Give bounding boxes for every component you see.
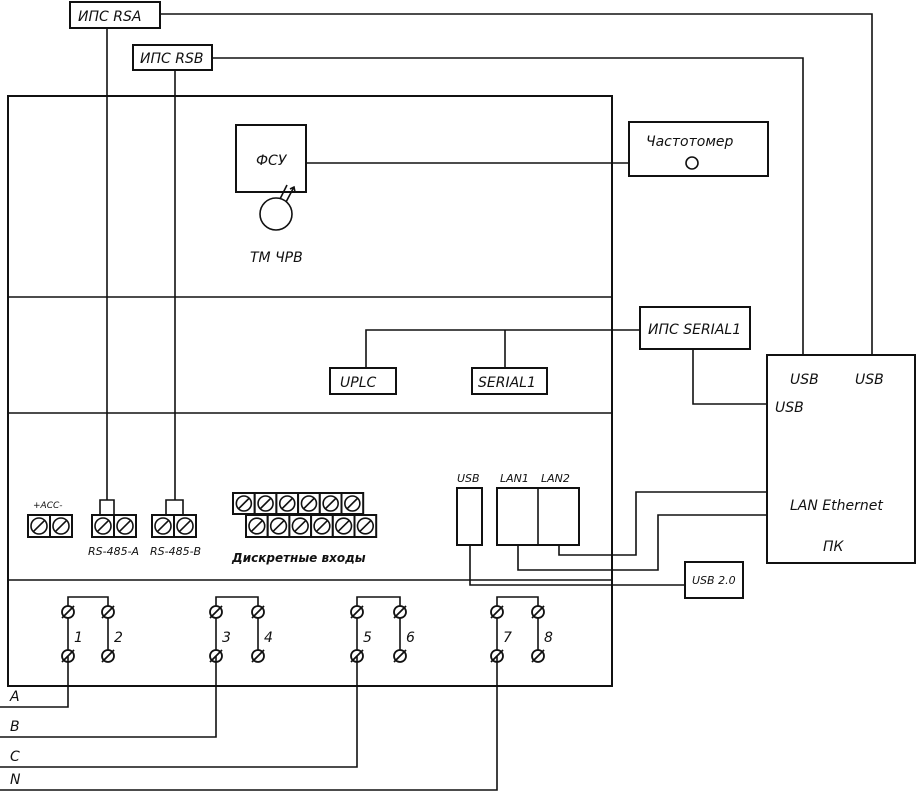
tm-chrv-label: ТМ ЧРВ — [250, 250, 303, 266]
terminal-bridge — [496, 596, 539, 612]
rsa-to-pc-wire — [160, 13, 873, 355]
terminal-number: 7 — [503, 630, 512, 646]
lan1-wire — [517, 514, 767, 571]
screw-terminal-icon — [209, 605, 223, 619]
phase-label: B — [10, 719, 20, 735]
discrete-input-terminal — [318, 492, 343, 515]
screw-terminal-icon — [101, 605, 115, 619]
discrete-input-terminal — [297, 492, 321, 515]
screw-terminal-icon — [350, 605, 364, 619]
discrete-input-terminal — [275, 492, 300, 515]
rs485b-bridge — [165, 499, 184, 515]
phase-label: C — [10, 749, 20, 765]
terminal-number: 8 — [544, 630, 553, 646]
serial1-label: SERIAL1 — [478, 375, 536, 391]
ips-serial1-label: ИПС SERIAL1 — [648, 322, 741, 338]
fsu-box — [235, 124, 307, 193]
lan2-wire — [558, 491, 767, 556]
screw-terminal-icon — [61, 605, 75, 619]
discrete-input-terminal — [288, 514, 313, 538]
uplc-label: UPLC — [340, 375, 376, 391]
screw-terminal-icon — [490, 605, 504, 619]
connector-icon — [685, 156, 699, 170]
rs485b-terminal — [173, 514, 197, 538]
terminal-bridge — [215, 596, 259, 612]
screw-terminal-icon — [393, 649, 407, 663]
rs485a-label: RS-485-A — [88, 545, 139, 558]
screw-terminal-icon — [251, 649, 265, 663]
pc-usb-1: USB — [790, 372, 819, 388]
pc-usb-2: USB — [855, 372, 884, 388]
terminal-bridge — [356, 596, 401, 612]
lan-ethernet-label: LAN Ethernet — [790, 498, 883, 514]
pc-box — [766, 354, 916, 564]
discrete-inputs-label: Дискретные входы — [231, 551, 366, 565]
pc-usb-3: USB — [775, 400, 804, 416]
rs485a-terminal — [91, 514, 115, 538]
main-cabinet — [7, 95, 613, 687]
terminal-number: 1 — [74, 630, 83, 646]
usb-port-label: USB — [457, 472, 480, 485]
screw-terminal-icon — [531, 605, 545, 619]
terminal-number: 6 — [406, 630, 415, 646]
serial-bus-wire — [365, 329, 640, 368]
power-terminals: 1 2A 3 4B 5 6C 7 8N — [0, 596, 553, 791]
screw-terminal-icon — [101, 649, 115, 663]
discrete-input-terminal — [245, 514, 269, 538]
tm-chrv-icon — [259, 184, 296, 231]
discrete-input-terminal — [253, 492, 278, 515]
screw-terminal-icon — [393, 605, 407, 619]
screw-terminal-icon — [531, 649, 545, 663]
discrete-input-terminal — [353, 514, 378, 538]
discrete-input-terminal — [310, 514, 334, 538]
usb-wire — [469, 545, 685, 586]
screw-terminal-icon — [251, 605, 265, 619]
acc-terminal — [27, 514, 51, 538]
serial1-to-pc-wire — [692, 349, 767, 405]
terminal-number: 5 — [363, 630, 372, 646]
phase-label: N — [10, 772, 21, 788]
usb20-box — [684, 561, 744, 599]
phase-wire — [0, 656, 358, 768]
rs485a-terminal — [113, 514, 137, 538]
lan1-label: LAN1 — [500, 472, 529, 485]
discrete-input-terminal — [331, 514, 356, 538]
lan2-label: LAN2 — [541, 472, 570, 485]
terminal-blocks — [27, 492, 378, 538]
acc-label: +ACC- — [33, 501, 63, 511]
serial1-box — [471, 367, 548, 395]
pc-label: ПК — [823, 539, 845, 555]
rs485b-label: RS-485-B — [150, 545, 201, 558]
usb-port — [456, 487, 483, 546]
acc-terminal — [49, 514, 73, 538]
ips-serial1-box — [639, 306, 751, 350]
rsb-to-pc-wire — [212, 57, 804, 355]
discrete-input-terminal — [340, 492, 365, 515]
rs485a-bridge — [99, 499, 115, 515]
phase-label: A — [9, 689, 20, 705]
uplc-box — [329, 367, 397, 395]
discrete-input-terminal — [232, 492, 256, 515]
freq-meter-box — [628, 121, 769, 177]
fsu-label: ФСУ — [256, 153, 288, 169]
ips-rsa-box — [69, 1, 161, 29]
terminal-number: 4 — [264, 630, 273, 646]
rs485b-terminal — [151, 514, 175, 538]
ips-rsb-label: ИПС RSB — [140, 51, 203, 67]
phase-wire — [0, 656, 69, 708]
terminal-number: 2 — [114, 630, 123, 646]
ips-rsa-label: ИПС RSA — [78, 9, 141, 25]
discrete-input-terminal — [266, 514, 291, 538]
terminal-bridge — [67, 596, 109, 612]
usb20-label: USB 2.0 — [692, 574, 736, 587]
terminal-number: 3 — [222, 630, 231, 646]
freq-meter-label: Частотомер — [646, 134, 733, 150]
phase-wire — [0, 656, 498, 791]
phase-wire — [0, 656, 217, 738]
